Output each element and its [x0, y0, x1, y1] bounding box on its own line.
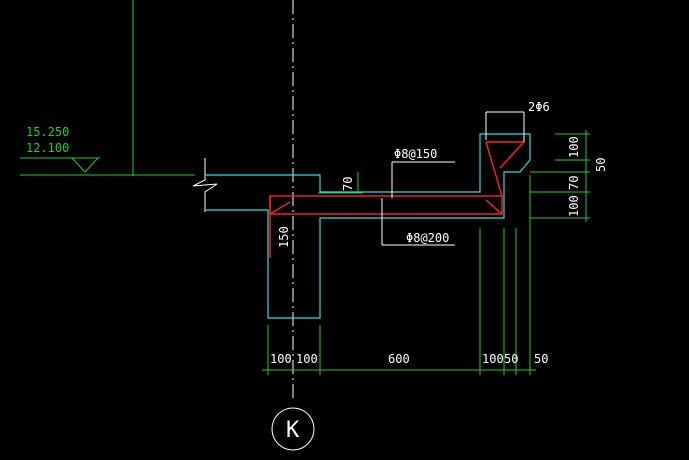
dist-upper-label: Φ8@150: [394, 147, 437, 161]
bottom-dim-texts: 100 100 600 100 50 50: [270, 352, 548, 366]
right-vertical-dims: 100 50 70 100: [530, 130, 608, 222]
elevation-bottom-label: 12.100: [26, 141, 69, 155]
top-bar-label: 2Φ6: [528, 100, 550, 114]
elevation-marker: 15.250 12.100: [20, 125, 100, 173]
slab-dims: 70 150: [277, 172, 363, 248]
dim-right-100-top: 100: [567, 136, 581, 158]
axis-bubble-label: K: [286, 418, 300, 443]
dim-bottom-4: 50: [504, 352, 518, 366]
dim-right-100-bottom: 100: [567, 195, 581, 217]
axis-bubble: [271, 407, 315, 451]
dim-70-slab: 70: [341, 177, 355, 191]
bottom-extension-lines: [267, 175, 531, 375]
dim-150-slab: 150: [277, 226, 291, 248]
dim-right-50: 50: [594, 158, 608, 172]
section-outline: [205, 133, 531, 319]
dim-right-70: 70: [567, 176, 581, 190]
dim-bottom-0: 100: [270, 352, 292, 366]
rebar-group: [269, 141, 525, 258]
dim-bottom-2: 600: [388, 352, 410, 366]
dist-lower-label: Φ8@200: [406, 231, 449, 245]
break-line: [192, 158, 218, 212]
dim-bottom-5: 50: [534, 352, 548, 366]
dim-bottom-1: 100: [296, 352, 318, 366]
elevation-top-label: 15.250: [26, 125, 69, 139]
dim-bottom-3: 100: [482, 352, 504, 366]
rebar-leaders: [381, 111, 525, 246]
